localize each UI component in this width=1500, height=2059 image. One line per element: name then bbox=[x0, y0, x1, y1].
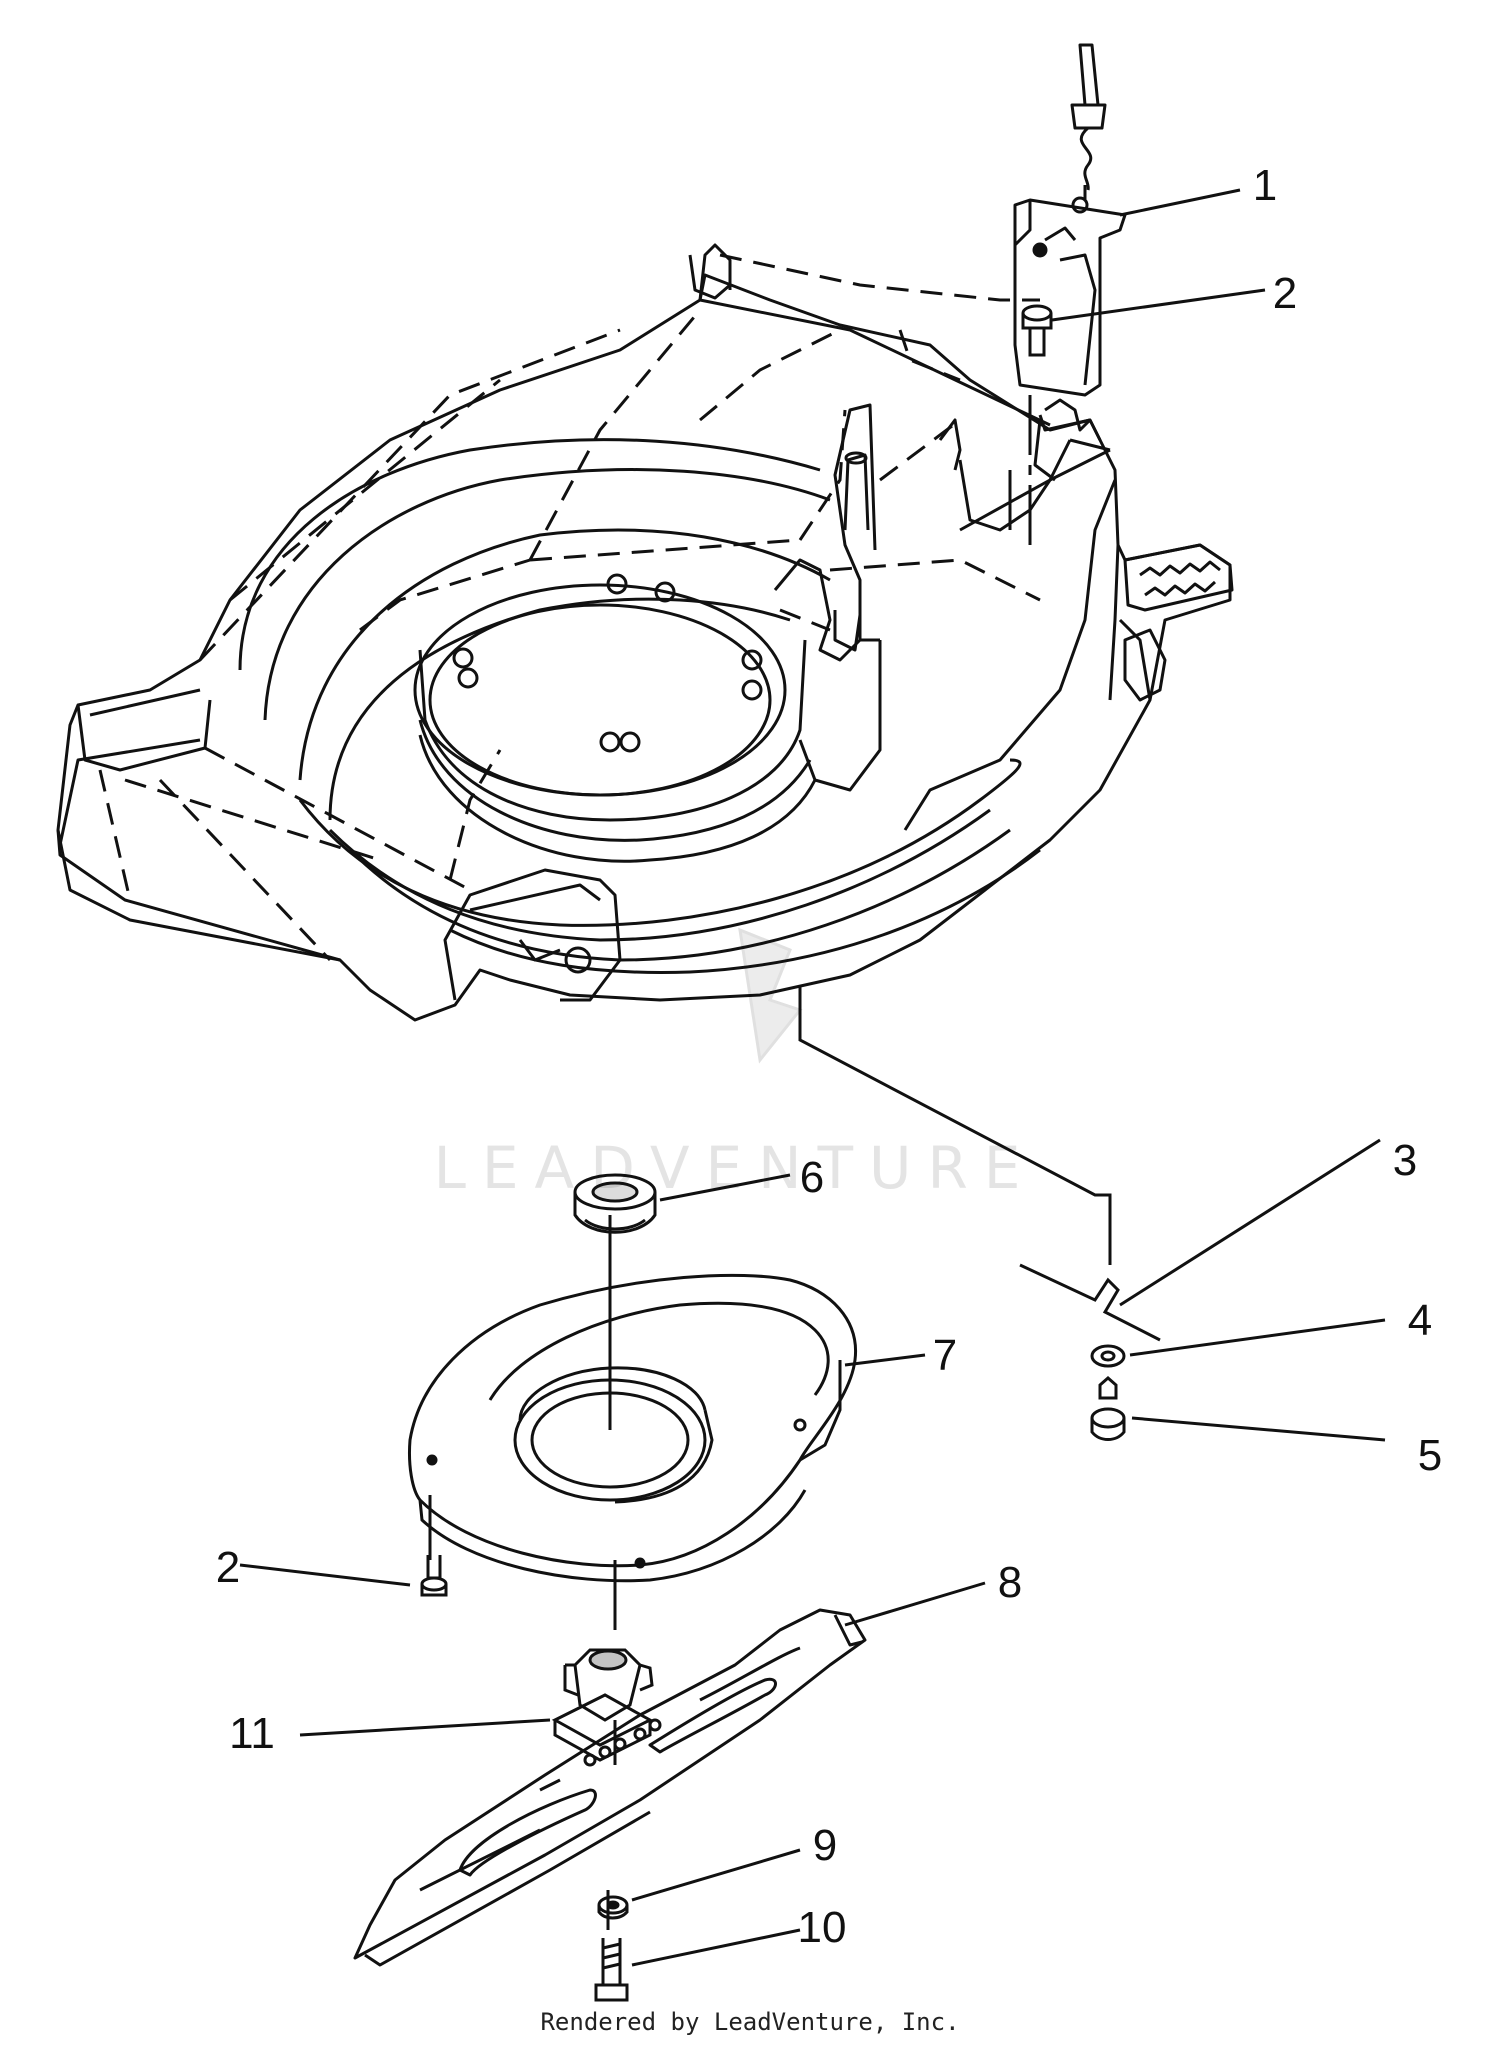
bearing bbox=[573, 1173, 657, 1234]
part-label-6: 6 bbox=[800, 1153, 824, 1202]
leader-lines bbox=[239, 188, 1386, 1967]
part-number-labels: 1 2 3 4 5 6 7 2 8 9 10 11 bbox=[216, 161, 1442, 1952]
watermark-text: LEADVENTURE bbox=[434, 1134, 1037, 1202]
hidden-lines bbox=[98, 253, 1041, 962]
part-label-5: 5 bbox=[1418, 1431, 1442, 1480]
part-label-7: 7 bbox=[933, 1331, 957, 1380]
height-adjust-bracket bbox=[1013, 43, 1127, 397]
mower-blade bbox=[353, 1608, 867, 1967]
part-label-9: 9 bbox=[813, 1821, 837, 1870]
mower-deck-housing bbox=[56, 243, 1234, 1022]
part-label-4: 4 bbox=[1408, 1296, 1432, 1345]
watermark: LEADVENTURE bbox=[434, 927, 1037, 1202]
render-credit: Rendered by LeadVenture, Inc. bbox=[540, 2008, 960, 2036]
part-label-11: 11 bbox=[229, 1709, 275, 1758]
mount-bolt-holes bbox=[452, 573, 763, 753]
blade-bolt bbox=[594, 1938, 629, 2002]
baffle-bolt bbox=[420, 1555, 448, 1597]
part-label-2-upper: 2 bbox=[1273, 269, 1297, 318]
height-rod-hardware bbox=[1019, 1263, 1161, 1441]
bracket-bolt bbox=[1021, 304, 1053, 357]
assembly-centerlines bbox=[428, 185, 1112, 1930]
blade-washer bbox=[597, 1895, 629, 1920]
part-label-1: 1 bbox=[1253, 161, 1277, 210]
part-label-2-lower: 2 bbox=[216, 1543, 240, 1592]
blade-baffle bbox=[408, 1273, 858, 1583]
blade-adapter bbox=[551, 1648, 654, 1762]
part-label-3: 3 bbox=[1393, 1136, 1417, 1185]
part-label-10: 10 bbox=[798, 1903, 847, 1952]
part-label-8: 8 bbox=[998, 1558, 1022, 1607]
